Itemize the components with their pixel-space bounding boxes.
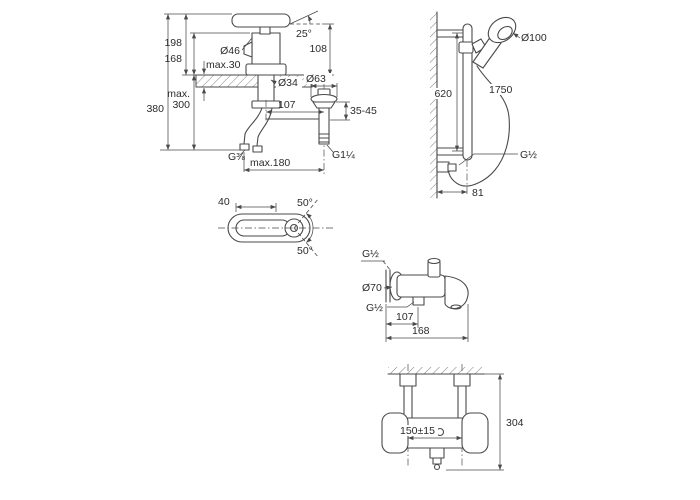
basin-faucet — [231, 13, 320, 153]
spout-outlet — [450, 304, 462, 310]
thermostat-mixer: 150±15 304 — [381, 364, 524, 471]
label-width-107: 107 — [278, 99, 296, 111]
shower-rail-set: Ø100 620 1750 G½ 81 — [428, 11, 547, 199]
outlet-tip — [433, 463, 441, 471]
faucet-body — [251, 32, 281, 65]
label-backing — [304, 73, 332, 84]
hand-shower — [458, 16, 517, 69]
faucet-lever — [231, 13, 291, 28]
union-nut-right — [453, 373, 471, 387]
label-width-107: 107 — [396, 311, 414, 323]
label-width-40: 40 — [218, 196, 230, 208]
hand-shower-handle — [472, 35, 502, 69]
label-thread-g12-shower: G½ — [366, 302, 383, 314]
label-backing — [398, 425, 438, 436]
label-hose-1750: 1750 — [489, 84, 513, 96]
label-angle-25: 25° — [296, 28, 312, 40]
wall-hatching — [388, 367, 484, 374]
label-max-reach-180: max.180 — [250, 157, 290, 169]
faucet-base — [245, 63, 287, 76]
label-thread-g114: G1¼ — [332, 149, 355, 161]
label-deck-max-30: max.30 — [206, 59, 241, 71]
label-backing — [276, 77, 302, 88]
label-thread-g12-top: G½ — [362, 248, 379, 260]
hose-fitting-right — [252, 145, 263, 153]
label-spacing-150: 150±15 — [400, 425, 435, 437]
basin-labels: 198 168 max. 300 380 max.30 Ø46 25° 108 … — [146, 28, 377, 169]
label-height-108: 108 — [309, 43, 327, 55]
label-dia-46: Ø46 — [220, 45, 240, 57]
basin-mixer-side-view: 198 168 max. 300 380 max.30 Ø46 25° 108 … — [146, 10, 377, 174]
volume-knob — [461, 412, 489, 454]
hose-fitting-left — [239, 143, 250, 151]
spray-face — [497, 25, 513, 41]
wall-section — [430, 11, 438, 199]
rail-dimension-lines — [437, 32, 521, 196]
pop-up-waste — [310, 82, 338, 174]
faucet-spout — [243, 41, 253, 58]
faucet-top-view: 40 50° 50° — [218, 196, 334, 259]
label-dia-34: Ø34 — [278, 77, 298, 89]
label-height-198: 198 — [164, 37, 182, 49]
label-backing — [428, 88, 454, 99]
label-rail-620: 620 — [434, 88, 452, 100]
wall-elbow — [436, 161, 450, 173]
label-dia-70: Ø70 — [362, 282, 382, 294]
faucet-shank — [257, 74, 275, 102]
bath-shower-mixer: G½ Ø70 G½ 107 168 — [361, 248, 469, 342]
label-thread-g12: G½ — [520, 149, 537, 161]
basin-extension-dimension-lines — [160, 13, 250, 151]
label-angle-50-top: 50° — [297, 197, 313, 209]
mixer-labels: G½ Ø70 G½ 107 168 — [362, 248, 430, 337]
bath-spout — [444, 275, 469, 310]
rail-bracket-bottom — [436, 147, 466, 156]
bottom-outlet — [429, 447, 445, 459]
label-height-304: 304 — [506, 417, 524, 429]
elbow-nut — [447, 163, 457, 172]
diverter-cap — [427, 257, 441, 265]
rail-bar — [462, 23, 473, 161]
label-width-168: 168 — [412, 325, 430, 337]
rail-bracket-top — [436, 29, 466, 38]
union-nut-left — [399, 373, 417, 387]
label-max-word: max. — [167, 88, 190, 100]
label-dia-63: Ø63 — [306, 73, 326, 85]
label-thread-g38: G⅜ — [228, 151, 245, 163]
basin-dimension-lines-right — [239, 10, 350, 173]
thermostat-labels: 150±15 304 — [400, 417, 524, 437]
mixer-body — [396, 274, 446, 298]
supply-hose-left — [243, 107, 263, 145]
rail-glider — [458, 41, 474, 54]
label-offset-81: 81 — [472, 187, 484, 199]
union-pipe-right — [457, 385, 467, 419]
label-height-168: 168 — [164, 53, 182, 65]
top-view-labels: 40 50° 50° — [218, 196, 313, 257]
label-range-35-45: 35-45 — [350, 105, 377, 117]
shower-rail — [436, 23, 473, 161]
label-height-380: 380 — [146, 103, 164, 115]
shower-hose — [436, 65, 510, 187]
label-angle-50-bottom: 50° — [297, 245, 313, 257]
label-dia-100: Ø100 — [521, 32, 547, 44]
union-pipe-left — [403, 385, 413, 419]
outlet-thread — [432, 457, 442, 465]
lever-stem — [259, 26, 271, 35]
rail-labels: Ø100 620 1750 G½ 81 — [428, 32, 547, 199]
label-max-300: 300 — [172, 99, 190, 111]
shower-outlet-nub — [412, 296, 425, 306]
label-backing — [486, 84, 514, 95]
